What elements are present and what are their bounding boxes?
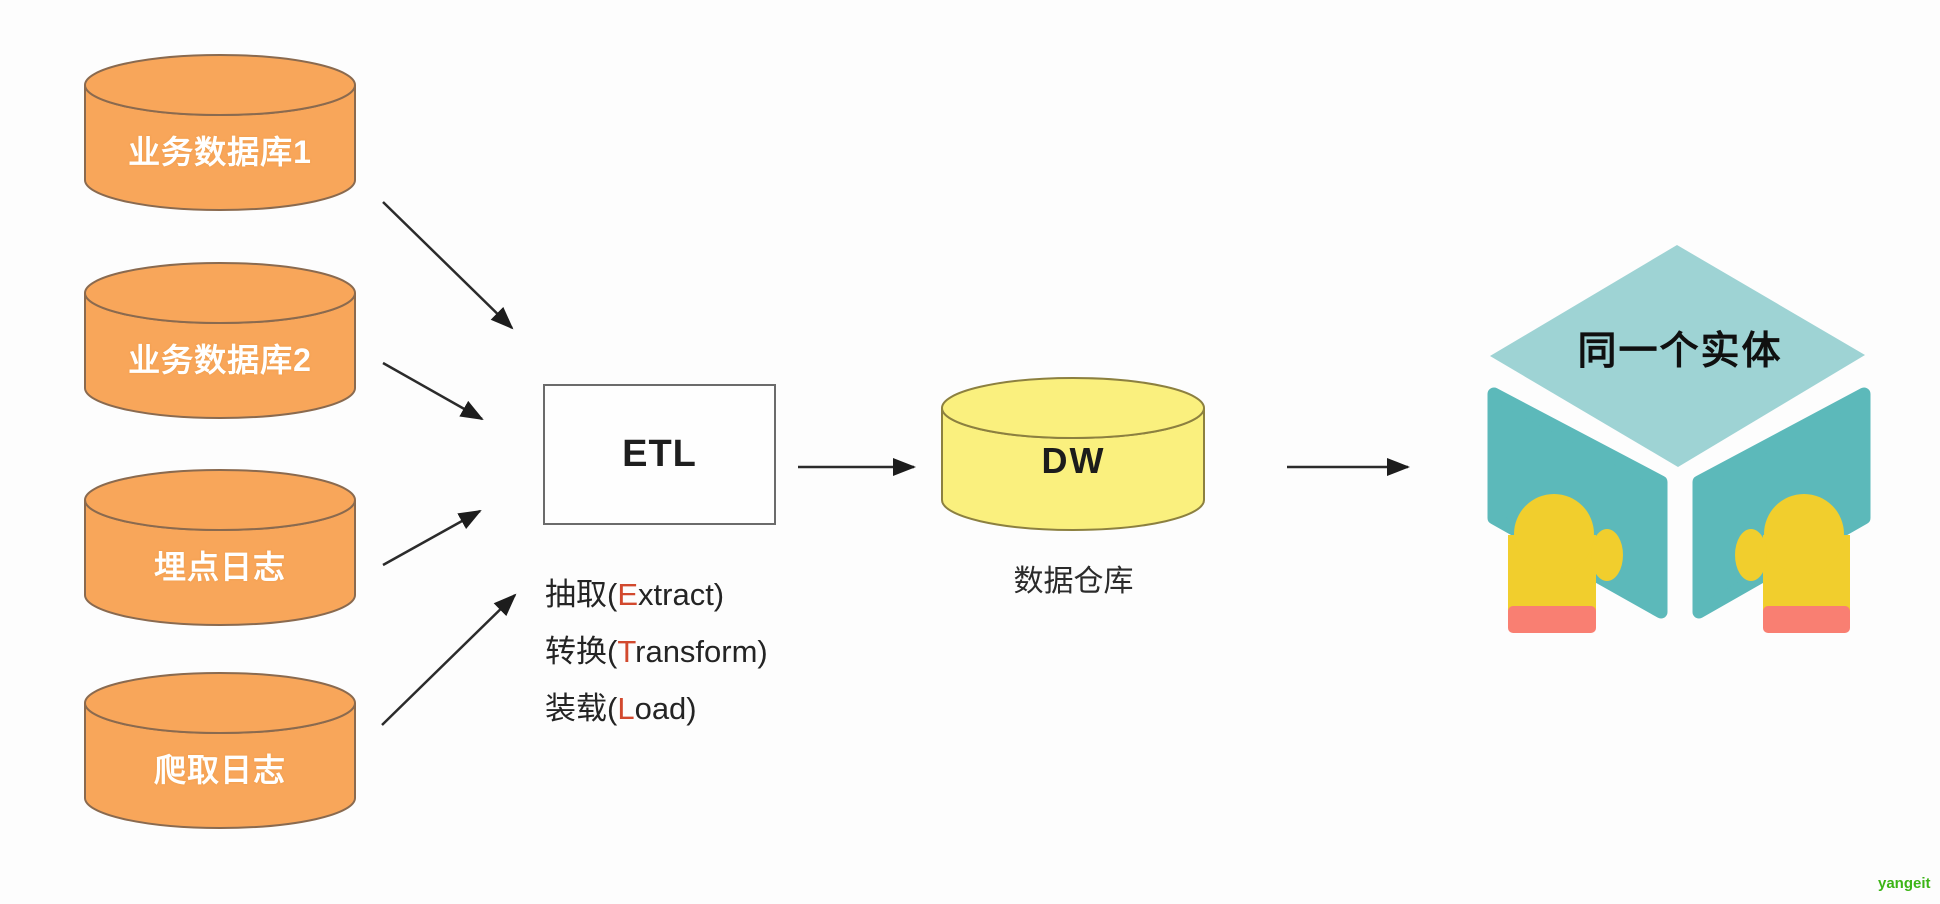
transform-highlight-letter: T [617, 634, 636, 669]
arrow-source3-to-etl [382, 509, 482, 567]
etl-steps-list: 抽取(Extract) 转换(Transform) 装载(Load) [545, 566, 768, 737]
etl-process-box: ETL [543, 384, 776, 525]
extract-highlight-letter: E [617, 577, 639, 612]
arrow-source2-to-etl [382, 361, 484, 421]
source-database-2-cylinder-icon [84, 262, 356, 419]
tracking-log-label: 埋点日志 [153, 549, 286, 585]
same-entity-label: 同一个实体 [1577, 330, 1783, 373]
watermark-text: yangeit [1878, 875, 1931, 892]
data-warehouse-cylinder-icon [941, 377, 1205, 531]
source-database-1-cylinder-icon [84, 54, 356, 211]
arrow-source1-to-etl [382, 201, 514, 330]
dw-cylinder-label: DW [1041, 440, 1106, 481]
etl-step-transform: 转换(Transform) [545, 634, 768, 669]
source-database-2-label: 业务数据库2 [128, 342, 312, 378]
etl-step-extract: 抽取(Extract) [545, 577, 725, 612]
etl-step-load: 装载(Load) [545, 691, 697, 726]
etl-box-label: ETL [622, 433, 697, 475]
load-highlight-letter: L [617, 691, 635, 726]
crawl-log-cylinder-icon [84, 672, 356, 829]
data-warehouse-caption: 数据仓库 [1013, 565, 1134, 598]
cube-top-face [1490, 245, 1865, 467]
tracking-log-cylinder-icon [84, 469, 356, 626]
crawl-log-label: 爬取日志 [153, 752, 286, 788]
arrow-source4-to-etl [381, 593, 517, 726]
right-hand-icon [1735, 494, 1850, 633]
box-held-by-hands-icon [1487, 245, 1871, 633]
source-database-1-label: 业务数据库1 [128, 134, 312, 170]
left-hand-icon [1508, 494, 1623, 633]
